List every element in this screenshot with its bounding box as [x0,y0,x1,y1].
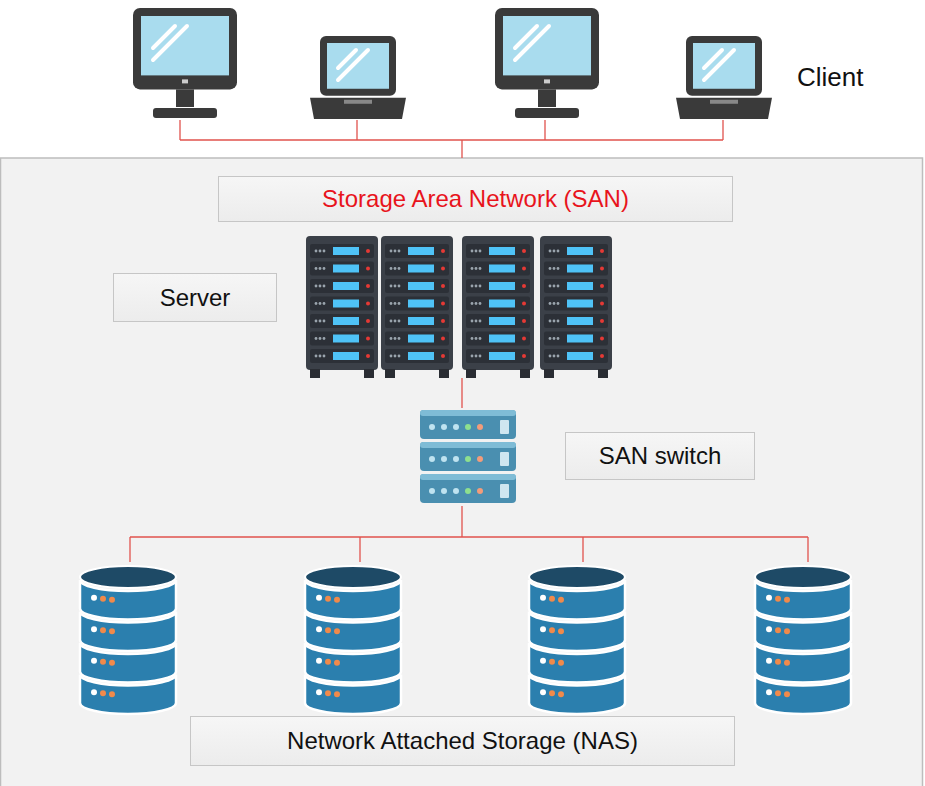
storage-cylinder-icon [755,566,851,714]
server-rack-icon [381,236,453,378]
wire [544,120,545,140]
laptop-icon [676,36,772,119]
wire [461,378,462,408]
wire [129,537,130,562]
wire [807,537,808,562]
group-label: Client [797,62,863,93]
wire [356,120,357,140]
wire [130,536,808,537]
box-label: Storage Area Network (SAN) [322,185,629,213]
panel [1,158,923,786]
wire [582,537,583,562]
storage-box: Network Attached Storage (NAS) [190,716,735,766]
storage-cylinder-icon [305,566,401,714]
server-rack-icon [540,236,612,378]
box-label: SAN switch [599,442,722,470]
wire [722,120,723,140]
monitor-icon [133,8,237,118]
wire [359,537,360,562]
wire [461,140,462,158]
server-box: Server [113,273,277,322]
wire [461,506,462,537]
storage-cylinder-icon [529,566,625,714]
server-rack-icon [462,236,534,378]
server-rack-icon [306,236,378,378]
box-label: Server [160,284,231,312]
storage-cylinder-icon [80,566,176,714]
wires [130,120,808,562]
laptop-icon [310,36,406,119]
box-label: Network Attached Storage (NAS) [287,727,638,755]
wire [179,120,180,140]
monitor-icon [495,8,599,118]
switch-box: SAN switch [565,432,755,480]
network-box: Storage Area Network (SAN) [218,176,733,222]
switch-icon [420,410,516,503]
wire [180,139,723,140]
